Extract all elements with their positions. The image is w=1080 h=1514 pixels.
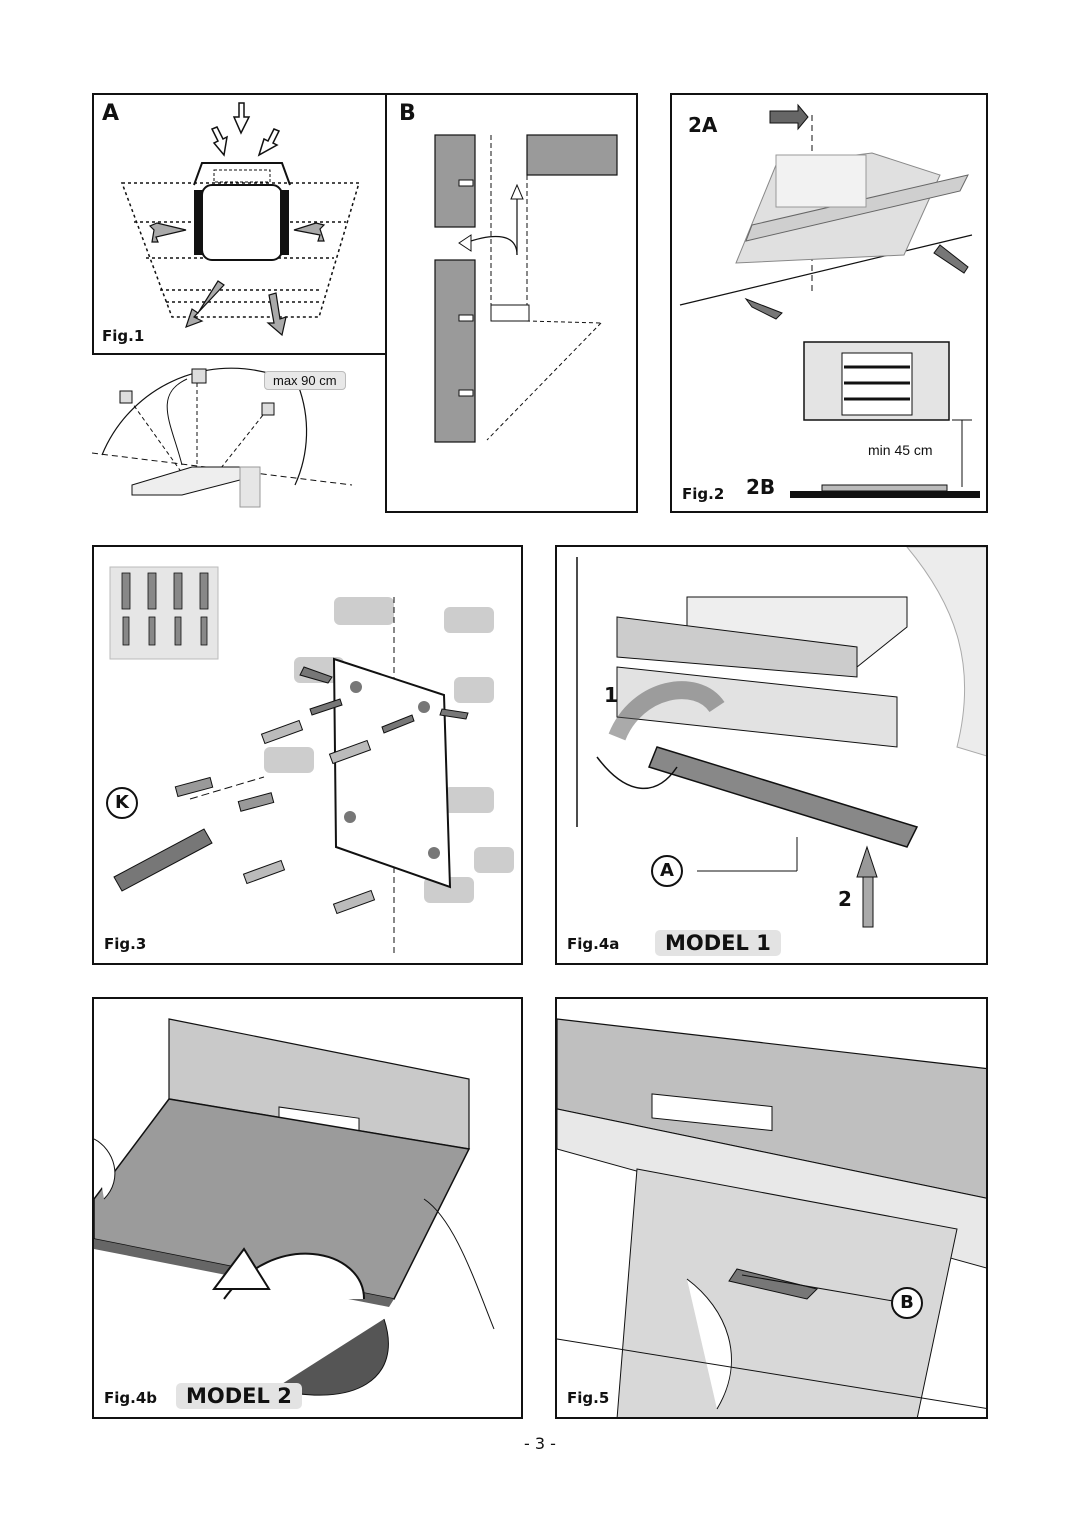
- fig4b-panel: Fig.4b MODEL 2: [92, 997, 523, 1419]
- page-number: - 3 -: [524, 1434, 556, 1453]
- fig2-panel: 2A min 45 cm Fig.2 2B: [670, 93, 988, 513]
- callout-a: A: [651, 855, 683, 887]
- fig2-2b-letter: 2B: [746, 475, 776, 499]
- step-2-marker: 2: [838, 887, 852, 911]
- hood-airflow-illustration: [120, 102, 361, 337]
- model-1-tag: MODEL 1: [655, 930, 781, 956]
- panel-a-letter: A: [102, 101, 120, 126]
- fig4a-label: Fig.4a: [567, 935, 620, 953]
- filter-removal-model2-illustration: [94, 1018, 495, 1396]
- model-2-tag: MODEL 2: [176, 1383, 302, 1409]
- callout-b: B: [891, 1287, 923, 1319]
- panel-b-letter: B: [399, 101, 416, 126]
- fig2-2a-letter: 2A: [688, 113, 718, 137]
- hood-mounting-diagram: [679, 103, 980, 498]
- fig4a-panel: 1 A 2 Fig.4a MODEL 1: [555, 545, 988, 965]
- callout-k: K: [106, 787, 138, 819]
- lamp-access-illustration: [557, 1018, 986, 1417]
- min-distance-label: min 45 cm: [868, 442, 933, 458]
- fig3-panel: K Fig.3: [92, 545, 523, 965]
- socket-distance-illustration: [92, 367, 353, 508]
- fig1-panel-b: B: [385, 93, 638, 513]
- fig1-socket-area: max 90 cm: [92, 355, 387, 520]
- fig5-label: Fig.5: [567, 1389, 610, 1407]
- fig1-label: Fig.1: [102, 327, 145, 345]
- wall-plate-mounting-illustration: [109, 566, 514, 957]
- fig4b-label: Fig.4b: [104, 1389, 157, 1407]
- fig2-label: Fig.2: [682, 485, 725, 503]
- fig1-panel-a: A Fig.1: [92, 93, 387, 355]
- step-1-marker: 1: [604, 683, 618, 707]
- fig3-label: Fig.3: [104, 935, 147, 953]
- fig5-panel: B Fig.5: [555, 997, 988, 1419]
- max-distance-label: max 90 cm: [264, 371, 346, 390]
- duct-installation-illustration: [434, 134, 618, 443]
- filter-removal-model1-illustration: [576, 547, 986, 928]
